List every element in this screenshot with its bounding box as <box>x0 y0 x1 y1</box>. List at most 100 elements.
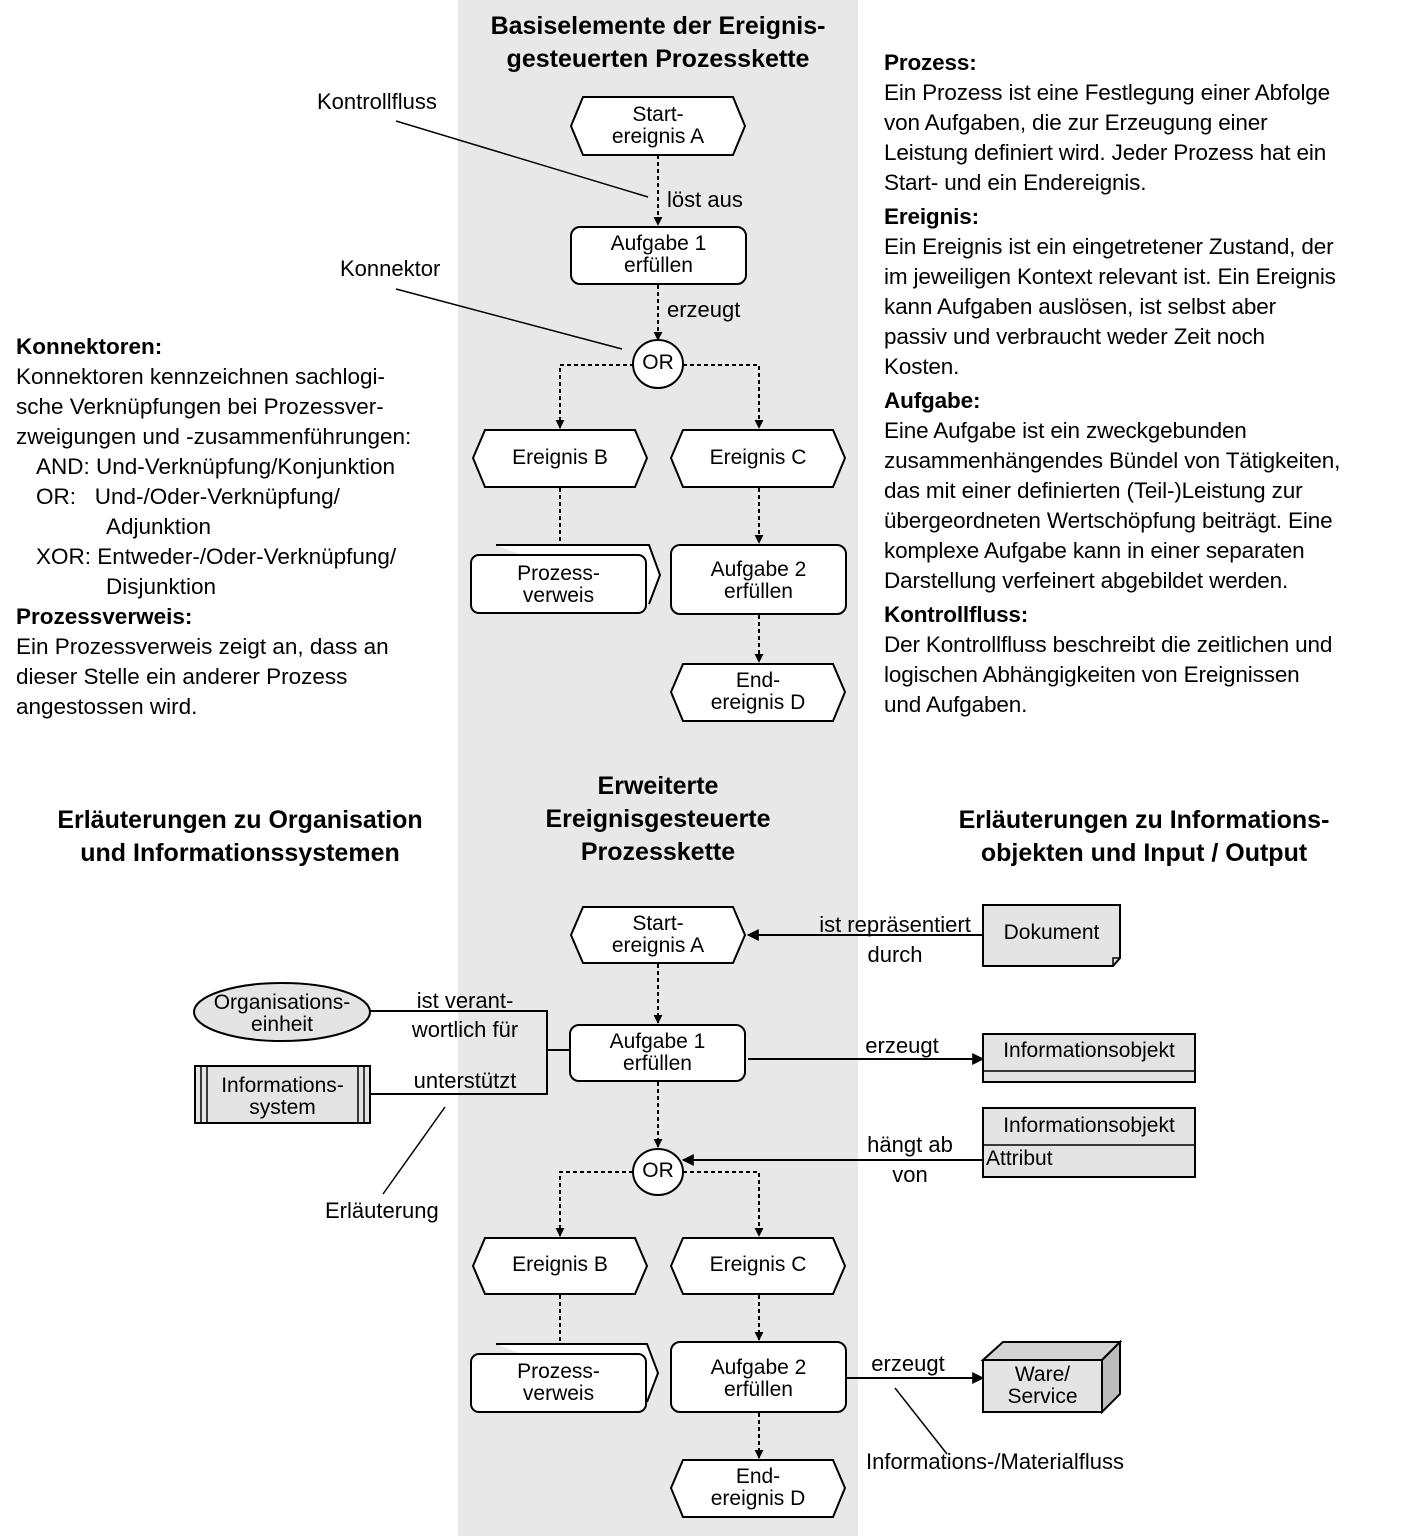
info-system-line-2: system <box>249 1096 316 1119</box>
info-object-2-label: Informationsobjekt <box>1003 1114 1175 1137</box>
top-task1-shape[interactable] <box>570 226 747 285</box>
process-ref-line: dieser Stelle ein anderer Prozess <box>16 664 348 689</box>
process-ref-line: angestossen wird. <box>16 694 198 719</box>
process-line: Ein Prozess ist eine Festlegung einer Ab… <box>884 80 1331 105</box>
top-end-event-shape[interactable] <box>669 663 847 722</box>
bottom-event-b-shape[interactable] <box>471 1237 649 1295</box>
top-task1-label: Aufgabe 1 erfüllen <box>571 233 746 277</box>
label-responsible: ist verant- wortlich für <box>400 986 530 1044</box>
top-callout-lines <box>395 120 649 350</box>
top-start-event-line-2: ereignis A <box>611 125 705 148</box>
document-label: Dokument <box>1003 921 1100 944</box>
bottom-task2-shape[interactable] <box>670 1341 847 1413</box>
bottom-diagram-title: Erweiterte Ereignisgesteuerte Prozessket… <box>458 770 858 869</box>
top-or-connector-shape[interactable] <box>632 339 684 389</box>
info-system-shape[interactable] <box>194 1065 371 1124</box>
connectors-explanation: Konnektoren: Konnektoren kennzeichnen sa… <box>16 332 411 722</box>
bottom-task2-label: Aufgabe 2 erfüllen <box>671 1357 846 1401</box>
top-process-ref-line-2: verweis <box>522 584 595 607</box>
io-explanation-title: Erläuterungen zu Informations- objekten … <box>914 804 1374 870</box>
control-flow-line: logischen Abhängigkeiten von Ereignissen <box>884 662 1300 687</box>
info-object-2-shape[interactable] <box>982 1107 1196 1178</box>
connectors-line: sche Verknüpfungen bei Prozessver- <box>16 394 384 419</box>
task-line: komplexe Aufgabe kann in einer separaten <box>884 538 1305 563</box>
label-creates: erzeugt <box>667 297 741 322</box>
top-event-c-shape[interactable] <box>669 429 847 488</box>
top-task2-shape[interactable] <box>670 544 847 615</box>
info-object-1-shape[interactable] <box>982 1033 1196 1083</box>
task-line: Eine Aufgabe ist ein zweckgebunden <box>884 418 1247 443</box>
label-responsible-line-2: wortlich für <box>411 1017 519 1042</box>
label-creates-info-object: erzeugt <box>865 1033 939 1058</box>
task-line: zusammenhängendes Bündel von Tätigkeiten… <box>884 448 1341 473</box>
bottom-start-event-line-1: Start- <box>632 912 684 935</box>
bottom-end-event-shape[interactable] <box>669 1459 847 1518</box>
bottom-flow-edges <box>370 929 985 1459</box>
org-explanation-title: Erläuterungen zu Organisation und Inform… <box>20 804 460 870</box>
top-end-event-line-1: End- <box>735 669 781 692</box>
control-flow-line: Der Kontrollfluss beschreibt die zeitlic… <box>884 632 1333 657</box>
top-start-event-shape[interactable] <box>569 96 747 156</box>
connectors-or-line-2: Adjunktion <box>106 514 212 539</box>
task-line: das mit einer definierten (Teil-)Leistun… <box>884 478 1303 503</box>
top-title-line-2: gesteuerten Prozesskette <box>506 45 810 73</box>
goods-label: Ware/ Service <box>983 1364 1102 1408</box>
connectors-heading: Konnektoren: <box>16 334 163 359</box>
bottom-event-b-label: Ereignis B <box>512 1253 608 1276</box>
info-system-label: Informations- system <box>195 1075 370 1119</box>
bottom-event-c-shape[interactable] <box>669 1237 847 1295</box>
definitions-explanation: Prozess: Ein Prozess ist eine Festlegung… <box>884 48 1340 720</box>
info-system-line-1: Informations- <box>221 1074 344 1097</box>
org-title-line-1: Erläuterungen zu Organisation <box>57 806 423 834</box>
label-triggers: löst aus <box>667 187 743 212</box>
bottom-start-event-line-2: ereignis A <box>611 934 705 957</box>
connectors-xor-line-2: Disjunktion <box>106 574 217 599</box>
callout-info-material-flow: Informations-/Materialfluss <box>866 1449 1124 1474</box>
connectors-line: Konnektoren kennzeichnen sachlogi- <box>16 364 385 389</box>
bottom-end-event-line-1: End- <box>735 1465 781 1488</box>
bottom-process-ref-shape[interactable] <box>470 1353 647 1413</box>
bottom-task1-shape[interactable] <box>569 1024 746 1082</box>
bottom-task1-line-1: Aufgabe 1 <box>609 1030 706 1053</box>
io-title-line-1: Erläuterungen zu Informations- <box>958 806 1330 834</box>
top-start-event-label: Start- ereignis A <box>571 104 745 148</box>
bottom-task2-line-1: Aufgabe 2 <box>710 1356 807 1379</box>
process-ref-heading: Prozessverweis: <box>16 604 193 629</box>
bottom-or-connector-shape[interactable] <box>632 1148 684 1196</box>
task-line: Darstellung verfeinert abgebildet werden… <box>884 568 1289 593</box>
process-line: Leistung definiert wird. Jeder Prozess h… <box>884 140 1327 165</box>
top-event-c-label: Ereignis C <box>709 446 807 469</box>
bottom-start-event-label: Start- ereignis A <box>571 913 745 957</box>
bottom-title-line-2: Ereignisgesteuerte <box>545 805 771 833</box>
event-line: passiv und verbraucht weder Zeit noch <box>884 324 1265 349</box>
goods-line-1: Ware/ <box>1014 1363 1071 1386</box>
event-line: im jeweiligen Kontext relevant ist. Ein … <box>884 264 1336 289</box>
label-responsible-line-1: ist verant- <box>416 988 514 1013</box>
label-depends: hängt ab von <box>850 1130 970 1190</box>
attribute-label: Attribut <box>986 1147 1053 1170</box>
top-process-ref-shape[interactable] <box>470 554 647 614</box>
event-line: Ein Ereignis ist ein eingetretener Zusta… <box>884 234 1334 259</box>
bottom-start-event-shape[interactable] <box>569 906 747 964</box>
info-object-1-label: Informationsobjekt <box>1003 1039 1175 1062</box>
org-unit-shape[interactable] <box>193 982 371 1042</box>
bottom-process-ref-line-2: verweis <box>522 1382 595 1405</box>
top-process-ref-label: Prozess- verweis <box>471 563 646 607</box>
top-task2-line-2: erfüllen <box>724 580 793 603</box>
goods-line-2: Service <box>1007 1385 1078 1408</box>
top-task2-label: Aufgabe 2 erfüllen <box>671 559 846 603</box>
top-event-b-shape[interactable] <box>471 429 649 488</box>
top-or-connector-label: OR <box>642 351 674 374</box>
top-process-ref-line-1: Prozess- <box>517 562 600 585</box>
callout-connector: Konnektor <box>340 256 441 281</box>
connectors-line: zweigungen und -zusammenführungen: <box>16 424 412 449</box>
top-start-event-line-1: Start- <box>632 103 684 126</box>
label-creates-goods: erzeugt <box>871 1351 945 1376</box>
bottom-end-event-line-2: ereignis D <box>710 1487 806 1510</box>
goods-service-shape[interactable] <box>980 1339 1123 1415</box>
top-end-event-line-2: ereignis D <box>710 691 806 714</box>
org-unit-label: Organisations- einheit <box>194 992 370 1036</box>
document-shape[interactable] <box>982 904 1121 967</box>
bottom-process-ref-line-1: Prozess- <box>517 1360 600 1383</box>
label-depends-line-2: von <box>892 1162 928 1187</box>
